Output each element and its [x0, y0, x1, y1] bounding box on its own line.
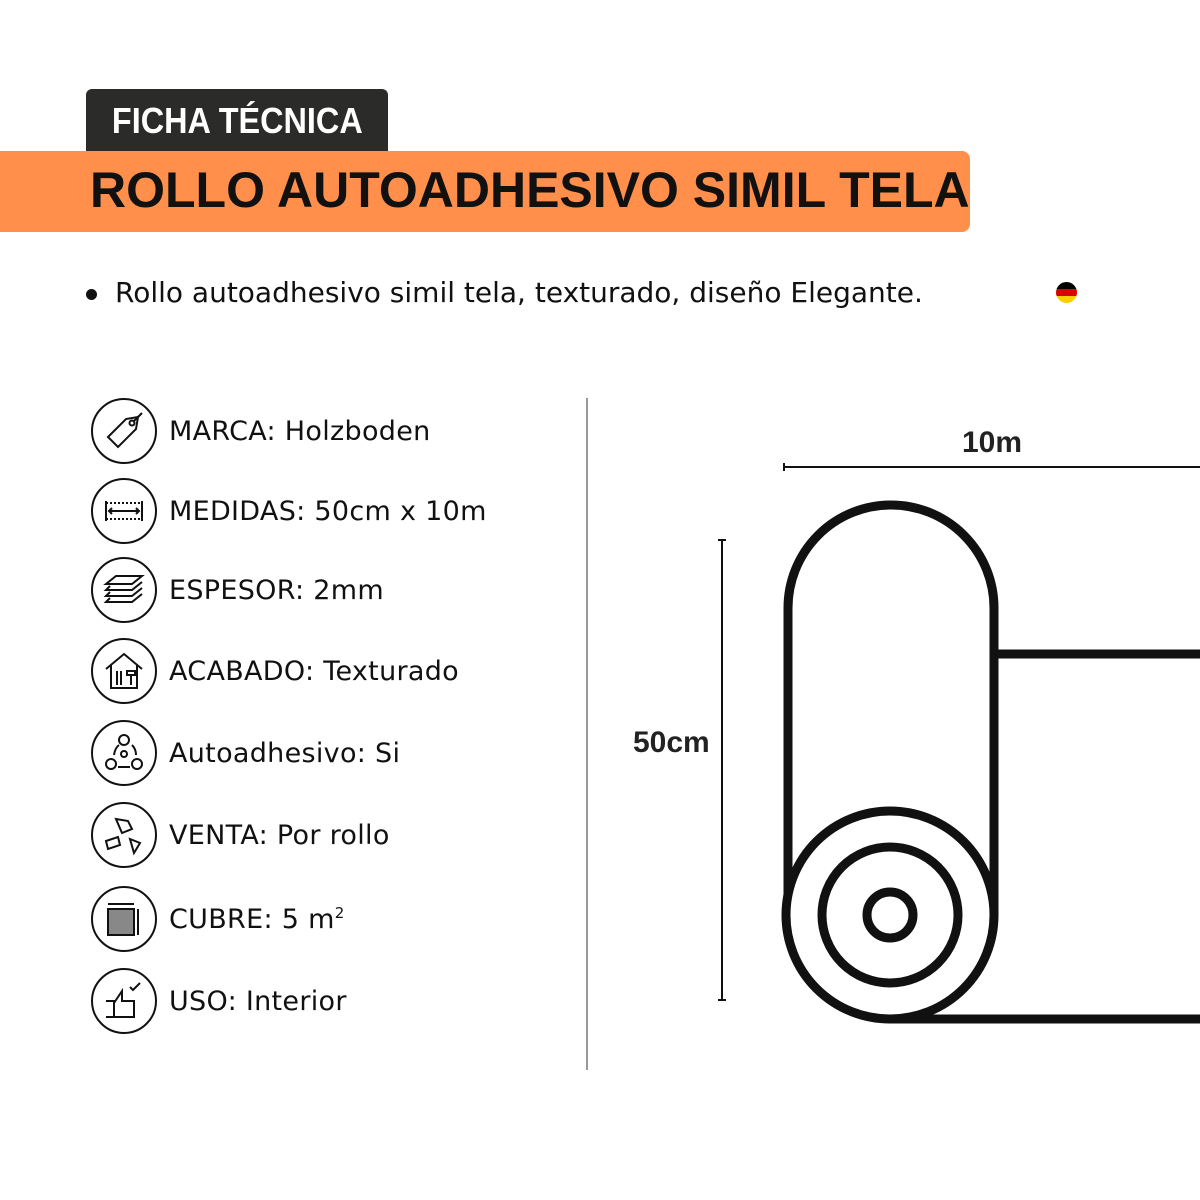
pieces-icon: [91, 802, 157, 868]
area-icon: [91, 886, 157, 952]
cycle-icon: [91, 720, 157, 786]
spec-adhesive: Autoadhesivo: Si: [91, 718, 400, 788]
width-label: 10m: [962, 426, 1023, 459]
product-title: ROLLO AUTOADHESIVO SIMIL TELA: [90, 162, 970, 218]
measure-icon: [91, 478, 157, 544]
germany-flag-icon: [1056, 282, 1077, 303]
spec-size: MEDIDAS: 50cm x 10m: [91, 476, 487, 546]
house-tools-icon: [91, 638, 157, 704]
spec-thickness: ESPESOR: 2mm: [91, 555, 384, 625]
spec-coverage: CUBRE: 5 m2: [91, 884, 345, 954]
spec-finish: ACABADO: Texturado: [91, 636, 459, 706]
roll-body: [783, 500, 999, 915]
thumbs-up-icon: [91, 968, 157, 1034]
tag-icon: [91, 398, 157, 464]
spec-use: USO: Interior: [91, 966, 347, 1036]
height-label: 50cm: [633, 726, 710, 759]
roll-core: [862, 887, 918, 943]
roll-inner: [817, 842, 963, 988]
height-dimension-line: [718, 539, 726, 1001]
roll-end: [781, 806, 999, 1024]
layers-icon: [91, 557, 157, 623]
unrolled-sheet: [890, 649, 1200, 1024]
spec-brand: MARCA: Holzboden: [91, 396, 431, 466]
title-banner: ROLLO AUTOADHESIVO SIMIL TELA: [0, 151, 970, 232]
spec-sale: VENTA: Por rollo: [91, 800, 390, 870]
divider: [586, 398, 588, 1070]
width-dimension-line: [783, 463, 1200, 471]
description-bullet: Rollo autoadhesivo simil tela, texturado…: [86, 276, 923, 309]
sheet-tag: FICHA TÉCNICA: [86, 89, 388, 151]
